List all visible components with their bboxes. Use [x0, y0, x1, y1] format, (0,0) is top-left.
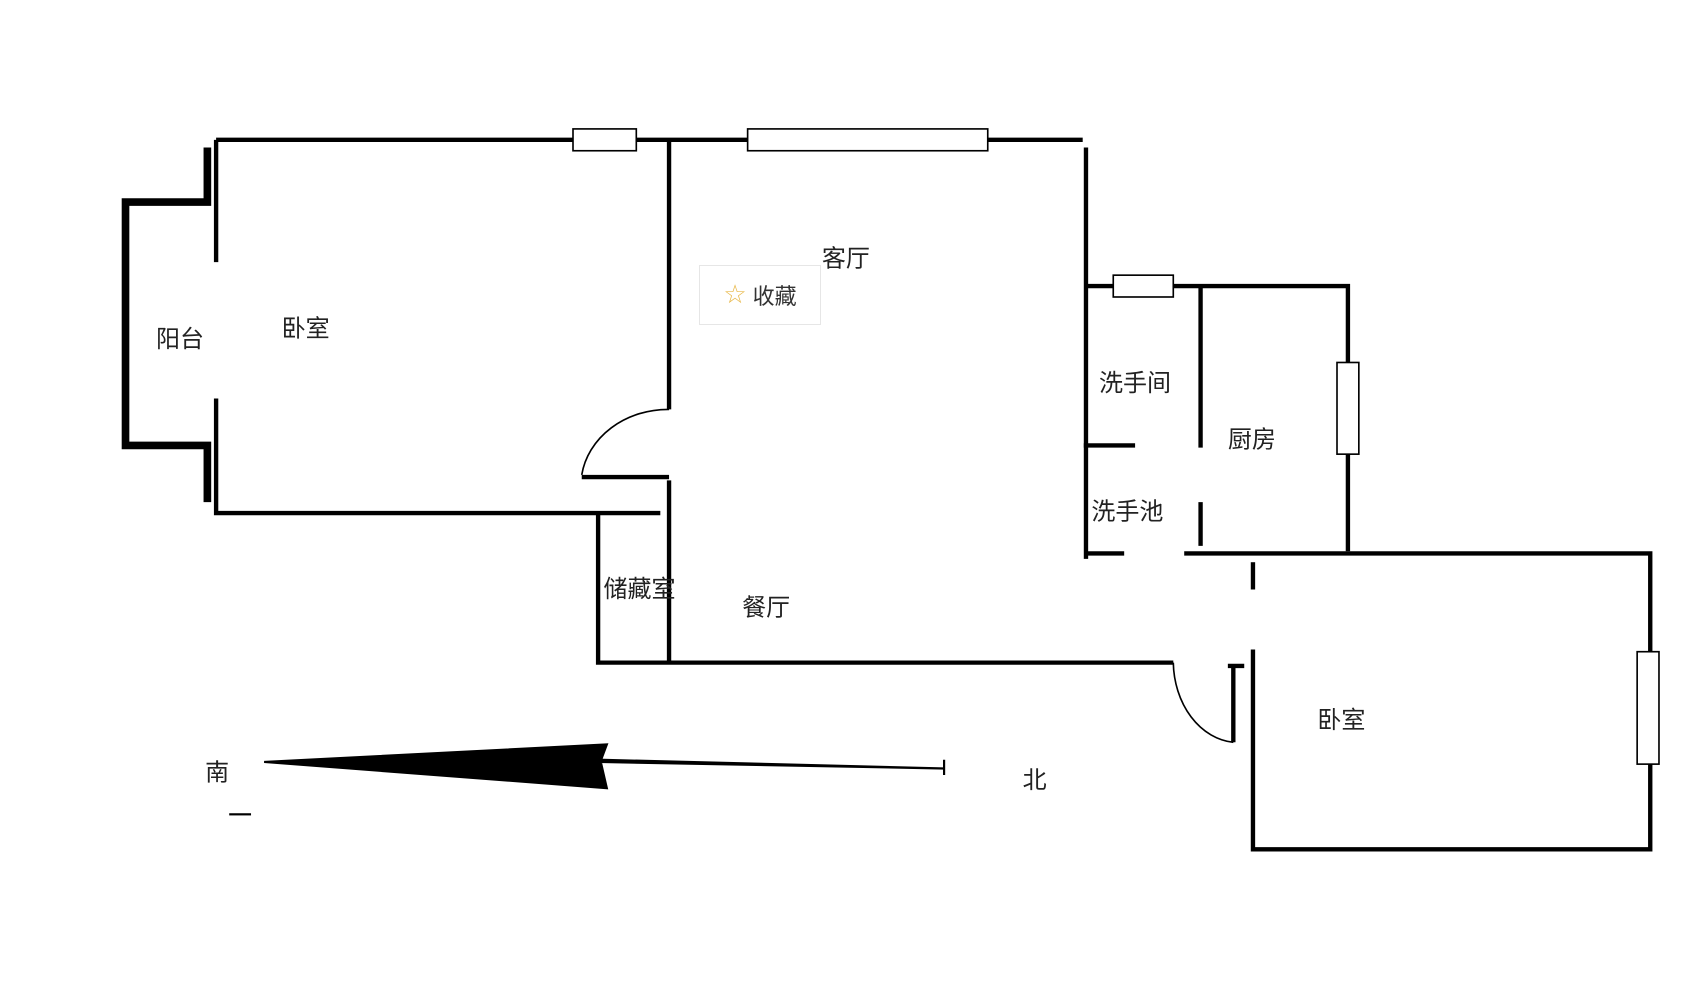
- dash-mark: [229, 813, 252, 816]
- compass-north-label: 北: [1023, 766, 1047, 794]
- room-label-bedroom-south: 卧室: [282, 314, 330, 342]
- room-label-living-room: 客厅: [822, 244, 870, 272]
- room-label-kitchen: 厨房: [1228, 426, 1276, 454]
- walls: [121, 137, 1653, 852]
- room-label-dining: 餐厅: [742, 594, 790, 622]
- room-label-bathroom: 洗手间: [1099, 369, 1171, 397]
- room-label-storage: 储藏室: [604, 575, 676, 603]
- room-label-sink: 洗手池: [1091, 498, 1163, 526]
- door-arcs: [580, 408, 1234, 744]
- room-label-bedroom-north: 卧室: [1317, 706, 1365, 734]
- north-south-arrow-icon: [264, 743, 946, 790]
- favorite-label: 收藏: [752, 285, 797, 310]
- favorite-button[interactable]: ☆ 收藏: [699, 265, 821, 325]
- compass-south-label: 南: [205, 758, 229, 786]
- star-icon: ☆: [723, 280, 747, 310]
- windows: [572, 128, 1660, 765]
- room-label-balcony: 阳台: [156, 325, 204, 353]
